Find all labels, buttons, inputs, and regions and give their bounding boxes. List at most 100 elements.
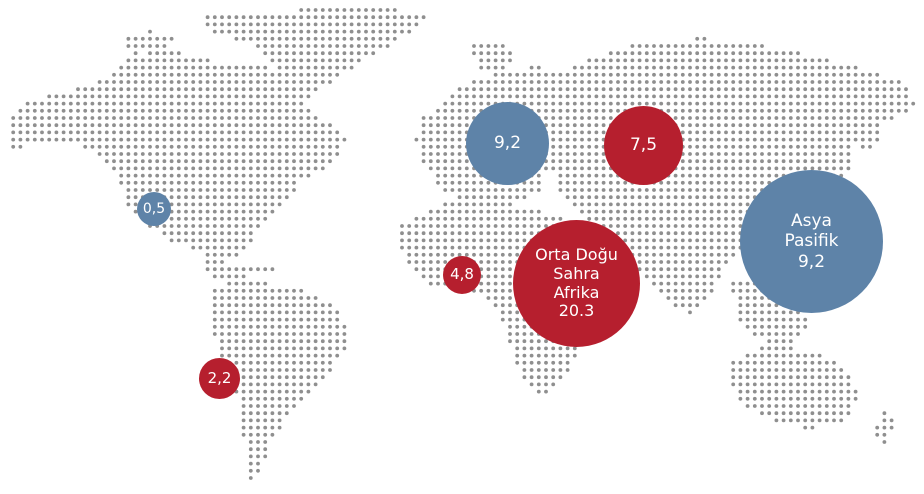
map-dot: [644, 188, 649, 192]
map-dot: [673, 252, 678, 257]
map-dot: [270, 339, 275, 344]
map-dot: [241, 130, 246, 135]
map-dot: [61, 108, 66, 113]
map-dot: [277, 202, 282, 207]
map-dot: [738, 180, 743, 185]
map-dot: [529, 209, 534, 214]
map-dot: [148, 116, 152, 120]
map-dot: [205, 87, 210, 92]
map-dot: [558, 360, 563, 365]
map-dot: [580, 166, 584, 171]
map-dot: [299, 15, 304, 20]
map-dot: [457, 209, 462, 214]
map-dot: [299, 382, 304, 387]
map-dot: [241, 144, 246, 149]
map-dot: [328, 29, 332, 34]
map-dot: [752, 51, 757, 56]
map-dot: [673, 72, 678, 77]
map-dot: [486, 238, 491, 243]
bubble-north-america-label: 0,5: [142, 200, 166, 217]
map-dot: [508, 296, 512, 300]
map-dot: [313, 375, 318, 380]
map-dot: [515, 353, 520, 358]
map-dot: [486, 101, 491, 106]
map-dot: [191, 137, 196, 142]
map-dot: [558, 108, 563, 113]
map-dot: [868, 137, 872, 142]
map-dot: [839, 72, 844, 77]
map-dot: [774, 346, 779, 351]
map-dot: [788, 72, 793, 77]
map-dot: [220, 303, 224, 308]
map-dot: [212, 29, 217, 34]
map-dot: [688, 159, 692, 164]
map-dot: [436, 144, 440, 149]
map-dot: [263, 346, 268, 351]
map-dot: [673, 94, 678, 99]
map-dot: [680, 238, 685, 243]
map-dot: [162, 58, 167, 63]
bubble-europe-label: 9,2: [493, 133, 522, 154]
map-dot: [616, 51, 620, 56]
map-dot: [508, 94, 512, 99]
map-dot: [198, 130, 203, 135]
map-dot: [90, 116, 95, 120]
map-dot: [817, 159, 822, 164]
map-dot: [572, 130, 577, 135]
map-dot: [25, 123, 30, 128]
map-dot: [803, 317, 808, 322]
map-dot: [436, 267, 440, 272]
map-dot: [270, 209, 275, 214]
map-dot: [256, 432, 260, 437]
map-dot: [256, 195, 260, 200]
map-dot: [292, 303, 296, 308]
map-dot: [364, 51, 368, 56]
map-dot: [162, 101, 167, 106]
map-dot: [788, 87, 793, 92]
map-dot: [284, 303, 289, 308]
map-dot: [702, 173, 707, 178]
map-dot: [284, 36, 289, 41]
map-dot: [313, 166, 318, 171]
map-dot: [83, 123, 88, 128]
map-dot: [486, 180, 491, 185]
map-dot: [364, 8, 368, 12]
map-dot: [342, 324, 347, 329]
map-dot: [846, 404, 851, 408]
map-dot: [184, 72, 188, 77]
map-dot: [155, 94, 160, 99]
map-dot: [472, 173, 476, 178]
map-dot: [256, 404, 260, 408]
map-dot: [580, 130, 584, 135]
map-dot: [644, 209, 649, 214]
map-dot: [299, 137, 304, 142]
map-dot: [220, 101, 224, 106]
map-dot: [788, 144, 793, 149]
map-dot: [162, 144, 167, 149]
map-dot: [126, 195, 131, 200]
map-dot: [760, 180, 764, 185]
map-dot: [688, 202, 692, 207]
map-dot: [184, 101, 188, 106]
map-dot: [493, 94, 498, 99]
map-dot: [796, 51, 800, 56]
map-dot: [673, 101, 678, 106]
map-dot: [544, 108, 548, 113]
map-dot: [716, 224, 721, 228]
map-dot: [313, 65, 318, 70]
map-dot: [889, 87, 894, 92]
map-dot: [788, 389, 793, 394]
map-dot: [781, 51, 786, 56]
map-dot: [335, 346, 340, 351]
map-dot: [781, 396, 786, 401]
map-dot: [479, 281, 484, 286]
map-dot: [673, 195, 678, 200]
map-dot: [716, 209, 721, 214]
map-dot: [148, 87, 152, 92]
map-dot: [508, 310, 512, 315]
map-dot: [450, 116, 455, 120]
map-dot: [896, 108, 901, 113]
map-dot: [702, 238, 707, 243]
map-dot: [126, 101, 131, 106]
map-dot: [256, 368, 260, 372]
